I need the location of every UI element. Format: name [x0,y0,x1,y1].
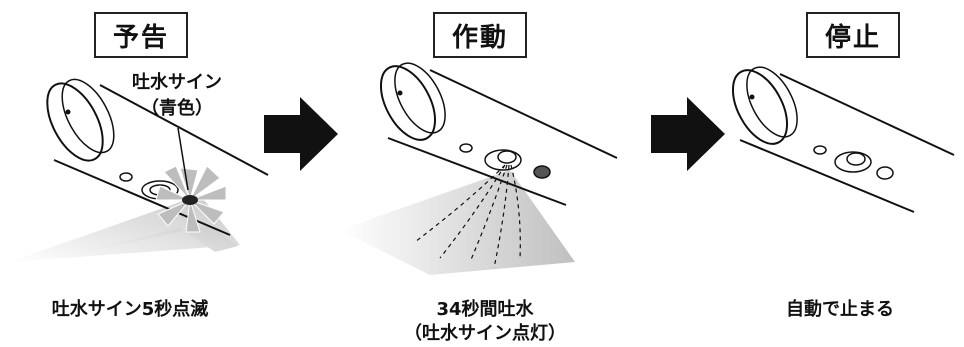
pipe-bottom-line-1 [53,159,231,236]
pipe-top-line-1 [99,84,269,176]
pipe-top-line-2 [429,69,618,159]
panel-3-caption-line: 自動で止まる [786,299,894,320]
panel-2-caption-line-2: （吐水サイン点灯） [404,323,566,344]
panel-1-title: 予告 [94,12,188,58]
sign-callout: 吐水サイン （青色） [122,70,232,122]
pipe-bottom-line-3 [739,139,915,213]
pipe-cap-2 [379,65,437,141]
pipe-cap-1 [46,82,104,162]
sign-lamp-3 [876,166,894,180]
panel-3-caption: 自動で止まる [740,298,940,322]
callout-line-2: （青色） [141,98,213,119]
blink-rays [155,165,227,233]
pipe-top-line-3 [779,73,955,156]
arrow-1 [264,97,338,171]
panel-3-title: 停止 [806,12,900,58]
panel-2-caption-line-1: 34秒間吐水 [436,299,534,320]
water-jets [414,164,521,269]
pipe-cap-3 [731,69,789,145]
arrow-2 [651,97,725,171]
panel-1-device [10,78,269,262]
sign-lamp-1 [182,195,198,205]
pipe-bottom-line-2 [387,137,567,206]
sign-lamp-2 [533,165,551,179]
panel-2-caption: 34秒間吐水 （吐水サイン点灯） [370,298,600,346]
panel-2-title: 作動 [433,12,527,58]
callout-leader [177,127,189,191]
spray-cone [340,170,575,275]
panel-3-device [731,66,955,213]
callout-line-1: 吐水サイン [132,72,222,93]
panel-1-caption-line: 吐水サイン5秒点滅 [51,299,209,320]
panel-1-caption: 吐水サイン5秒点滅 [0,298,260,322]
panel-2-device [340,62,618,275]
